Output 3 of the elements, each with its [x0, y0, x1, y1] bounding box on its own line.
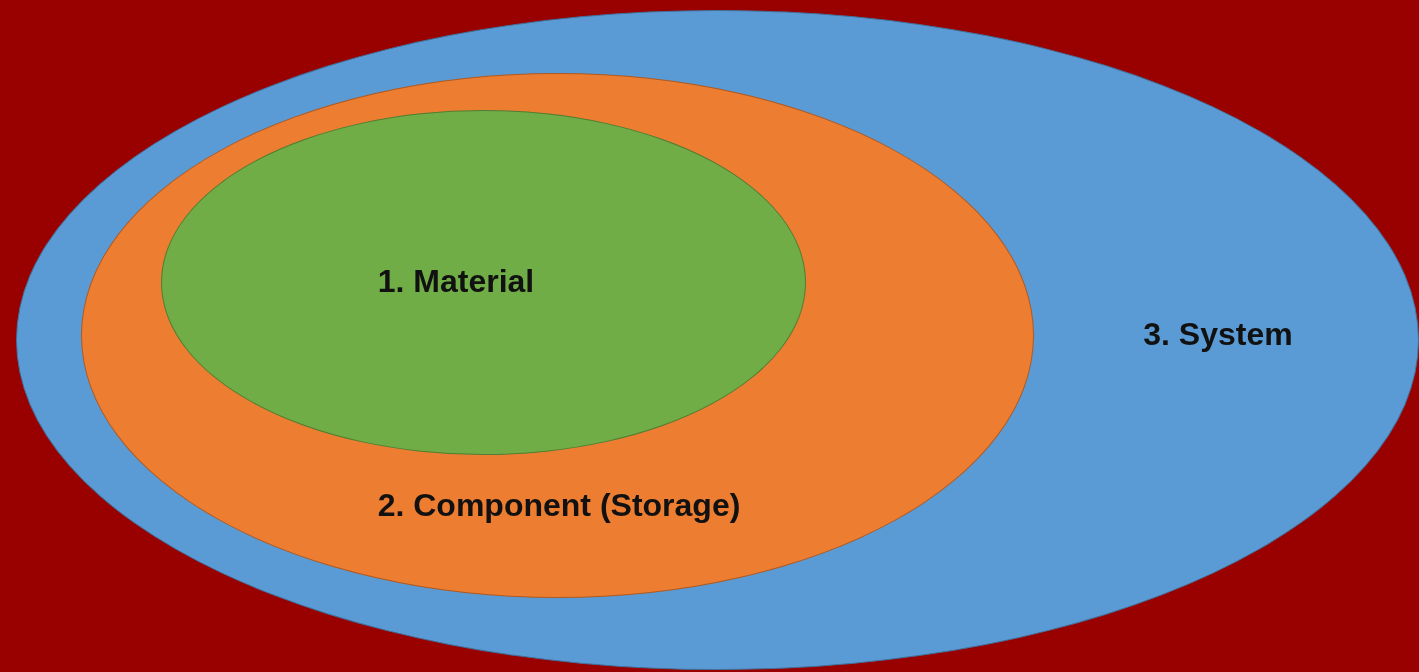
ellipse-label: 2. Component (Storage) [377, 486, 741, 525]
ellipse-label: 3. System [1143, 315, 1293, 354]
ellipse-label: 1. Material [377, 262, 535, 301]
